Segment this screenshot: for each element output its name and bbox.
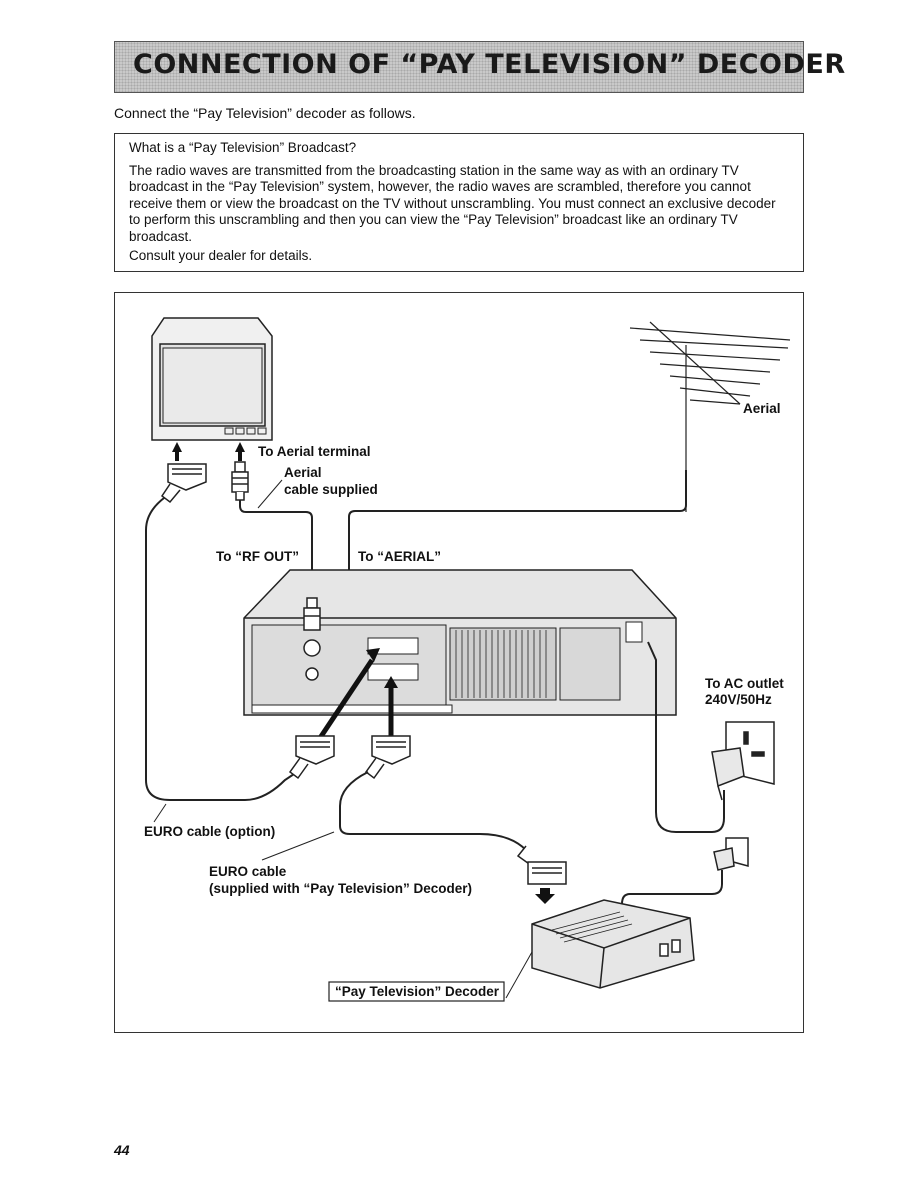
tv-illustration — [151, 317, 273, 441]
ac-outlet-label-1: To AC outlet — [705, 676, 784, 691]
decoder-label: “Pay Television” Decoder — [335, 984, 500, 999]
euro-cable-label-2: (supplied with “Pay Television” Decoder) — [209, 881, 473, 896]
decoder-illustration — [531, 899, 695, 989]
euro-cable-label-1: EURO cable — [209, 864, 287, 879]
ac-outlet-icon — [711, 721, 775, 801]
info-body: The radio waves are transmitted from the… — [129, 162, 776, 244]
aerial-cable-line — [334, 470, 687, 651]
aerial-plug-icon — [231, 461, 249, 501]
intro-text: Connect the “Pay Television” decoder as … — [114, 105, 416, 121]
aerial-label: Aerial — [743, 401, 781, 416]
aerial-cable-label-1: Aerial — [284, 465, 322, 480]
euro-connector-icon — [516, 845, 567, 885]
vcr-illustration — [243, 569, 677, 716]
euro-cable-option-label: EURO cable (option) — [144, 824, 276, 839]
arrow-up-icon — [172, 442, 245, 461]
arrow-icon — [366, 648, 380, 662]
vcr-power-cable-line — [647, 641, 725, 833]
euro-connector-icon — [364, 735, 411, 780]
euro-connector-icon — [160, 463, 207, 504]
info-footer: Consult your dealer for details. — [129, 248, 313, 263]
arrow-down-icon — [535, 888, 555, 904]
rf-out-label: To “RF OUT” — [216, 549, 299, 564]
page-title: CONNECTION OF “PAY TELEVISION” DECODER — [133, 49, 846, 80]
arrow-icon — [384, 676, 398, 688]
label-pointers — [153, 479, 533, 999]
to-aerial-label: To “AERIAL” — [358, 549, 441, 564]
rf-cable-line — [239, 500, 313, 600]
euro-cable-option-line — [145, 497, 301, 801]
ac-outlet-label-2: 240V/50Hz — [705, 692, 772, 707]
euro-cable-line — [339, 771, 527, 851]
aerial-antenna-icon — [629, 321, 791, 512]
euro-av-link — [317, 658, 375, 740]
aerial-cable-label-2: cable supplied — [284, 482, 378, 497]
euro-connector-icon — [288, 735, 335, 780]
decoder-label-box — [328, 981, 505, 1002]
connection-diagram-frame — [114, 292, 804, 1033]
decoder-power-cable-line — [621, 870, 723, 912]
page-number: 44 — [114, 1142, 130, 1158]
info-title: What is a “Pay Television” Broadcast? — [129, 140, 357, 155]
rf-out-plug-icon — [303, 597, 321, 631]
decoder-outlet-icon — [713, 837, 749, 871]
aerial-terminal-label: To Aerial terminal — [258, 444, 371, 459]
info-box: What is a “Pay Television” Broadcast? Th… — [114, 133, 804, 272]
title-banner: CONNECTION OF “PAY TELEVISION” DECODER — [114, 41, 845, 93]
